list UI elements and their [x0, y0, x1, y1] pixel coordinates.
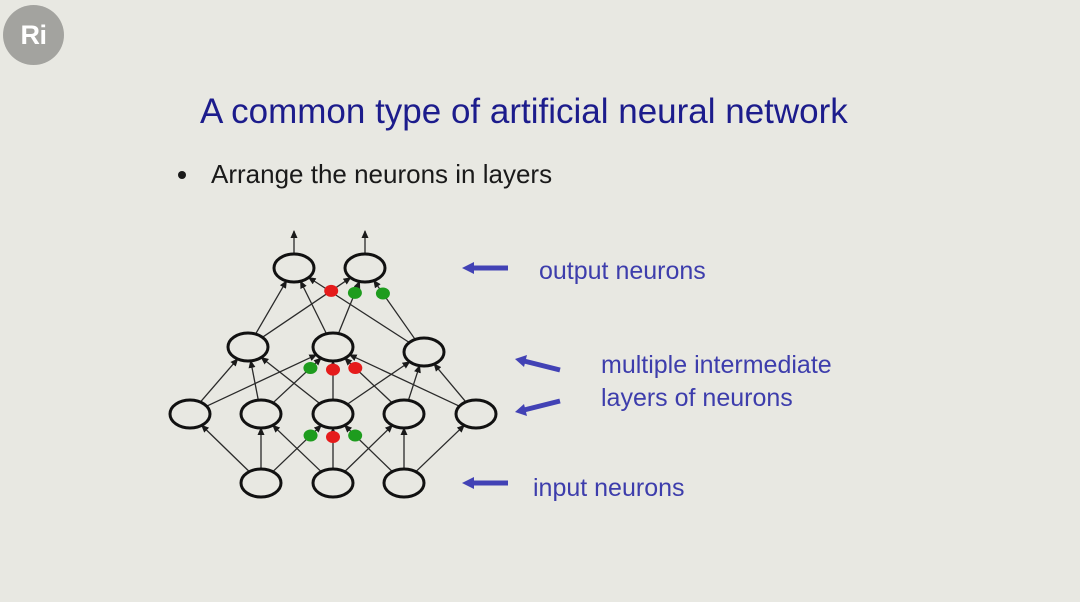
- connection-hidden1-3-to-hidden2-2: [407, 364, 421, 401]
- connection-hidden1-1-to-hidden2-0: [248, 359, 259, 401]
- input-neuron-2: [382, 467, 426, 499]
- excitatory-weight-dot: [303, 429, 318, 442]
- output-neuron-1: [343, 252, 387, 284]
- input-pointer-arrow: [462, 477, 508, 489]
- ri-logo: Ri: [3, 5, 64, 65]
- intermediate-layers-label: multiple intermediate layers of neurons: [601, 349, 832, 415]
- neurons-group: [168, 252, 498, 499]
- excitatory-weight-dot: [375, 287, 390, 300]
- hidden1-neuron-0: [168, 398, 212, 430]
- connection-hidden2-0-to-output-1: [262, 277, 352, 338]
- connection-hidden1-2-to-hidden2-0: [260, 356, 321, 405]
- bullet-icon: [178, 170, 186, 179]
- output-neuron-0: [272, 252, 316, 284]
- connection-hidden1-0-to-hidden2-1: [206, 354, 318, 407]
- connection-hidden2-0-to-output-0: [254, 280, 288, 335]
- intermediate-pointer-arrow-lower: [515, 398, 561, 416]
- connection-hidden1-2-to-hidden2-2: [346, 361, 411, 405]
- excitatory-weight-dot: [348, 429, 363, 442]
- inhibitory-weight-dot: [348, 362, 363, 375]
- connection-hidden1-0-to-hidden2-0: [199, 358, 239, 403]
- hidden1-neuron-1: [239, 398, 283, 430]
- hidden2-neuron-2: [402, 336, 446, 368]
- connections-group: [199, 230, 467, 473]
- intermediate-label-line1: multiple intermediate: [601, 351, 832, 379]
- connection-input-2-to-hidden1-4: [415, 424, 465, 473]
- connection-hidden1-4-to-hidden2-1: [348, 354, 460, 407]
- input-neuron-0: [239, 467, 283, 499]
- intermediate-pointer-arrow-upper: [515, 355, 561, 373]
- bullet-text: Arrange the neurons in layers: [211, 159, 553, 189]
- bullet-item: Arrange the neurons in layers: [175, 159, 552, 190]
- weight-dots-group: [303, 284, 390, 444]
- hidden1-neuron-2: [311, 398, 355, 430]
- excitatory-weight-dot: [303, 362, 318, 375]
- input-neurons-label: input neurons: [533, 474, 685, 502]
- connection-input-1-to-hidden1-1: [272, 424, 322, 473]
- inhibitory-weight-dot: [326, 363, 340, 376]
- hidden1-neuron-4: [454, 398, 498, 430]
- connection-hidden2-1-to-output-0: [299, 280, 328, 335]
- inhibitory-weight-dot: [324, 284, 339, 297]
- intermediate-label-line2: layers of neurons: [601, 384, 793, 412]
- connection-hidden1-4-to-hidden2-2: [433, 363, 467, 403]
- output-pointer-arrow: [462, 262, 508, 274]
- connection-input-0-to-hidden1-0: [200, 424, 250, 473]
- output-neurons-label: output neurons: [539, 257, 706, 285]
- input-neuron-1: [311, 467, 355, 499]
- slide-title: A common type of artificial neural netwo…: [200, 92, 848, 131]
- excitatory-weight-dot: [347, 286, 362, 299]
- hidden1-neuron-3: [382, 398, 426, 430]
- inhibitory-weight-dot: [326, 431, 340, 444]
- hidden2-neuron-1: [311, 331, 355, 363]
- hidden2-neuron-0: [226, 331, 270, 363]
